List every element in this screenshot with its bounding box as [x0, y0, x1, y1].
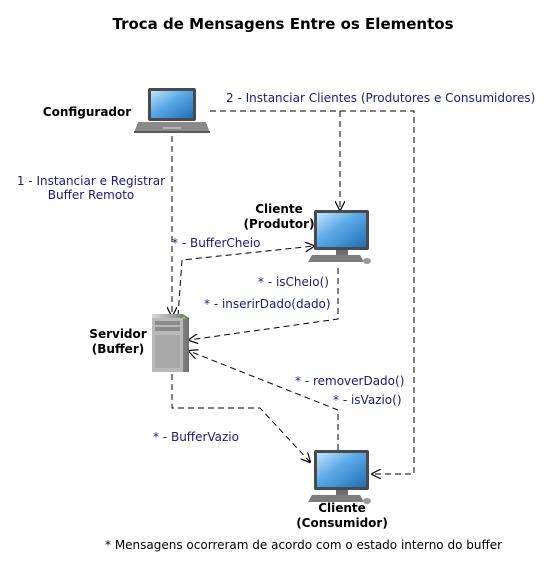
msg-instanciar-registrar-line1: 1 - Instanciar e Registrar [17, 174, 165, 188]
diagram-title: Troca de Mensagens Entre os Elementos [112, 15, 453, 33]
produtor-label-line2: (Produtor) [244, 217, 315, 231]
produtor-label-line1: Cliente [255, 202, 303, 216]
servidor-node: Servidor (Buffer) [89, 314, 189, 372]
footnote: * Mensagens ocorreram de acordo com o es… [105, 538, 502, 552]
msg-buffer-cheio: * - BufferCheio [172, 236, 260, 250]
msg-buffer-vazio: * - BufferVazio [153, 430, 239, 444]
edge-servidor-consumidor-buffervazio [171, 374, 310, 462]
configurador-label: Configurador [43, 105, 131, 119]
configurador-node: Configurador [43, 88, 210, 133]
produtor-node: Cliente (Produtor) [244, 202, 371, 264]
server-tower-icon [152, 314, 189, 372]
edge-servidor-produtor-buffercheio [177, 246, 314, 317]
edge-configurador-consumidor [340, 110, 415, 474]
consumidor-label-line1: Cliente [318, 501, 366, 515]
edge-consumidor-servidor [189, 351, 339, 450]
msg-instanciar-clientes: 2 - Instanciar Clientes (Produtores e Co… [226, 91, 535, 105]
edge-configurador-produtor [210, 110, 340, 210]
desktop-computer-icon [308, 450, 371, 504]
msg-instanciar-registrar-line2: Buffer Remoto [48, 188, 135, 202]
msg-remover-dado: * - removerDado() [295, 374, 404, 388]
servidor-label-line1: Servidor [89, 327, 146, 341]
edge-produtor-servidor [189, 268, 339, 340]
desktop-computer-icon [308, 210, 371, 264]
laptop-icon [134, 88, 210, 133]
msg-inserir-dado: * - inserirDado(dado) [204, 297, 331, 311]
consumidor-label-line2: (Consumidor) [296, 516, 388, 530]
msg-is-cheio: * - isCheio() [258, 275, 329, 289]
msg-is-vazio: * - isVazio() [333, 393, 402, 407]
consumidor-node: Cliente (Consumidor) [296, 450, 388, 530]
servidor-label-line2: (Buffer) [92, 342, 144, 356]
